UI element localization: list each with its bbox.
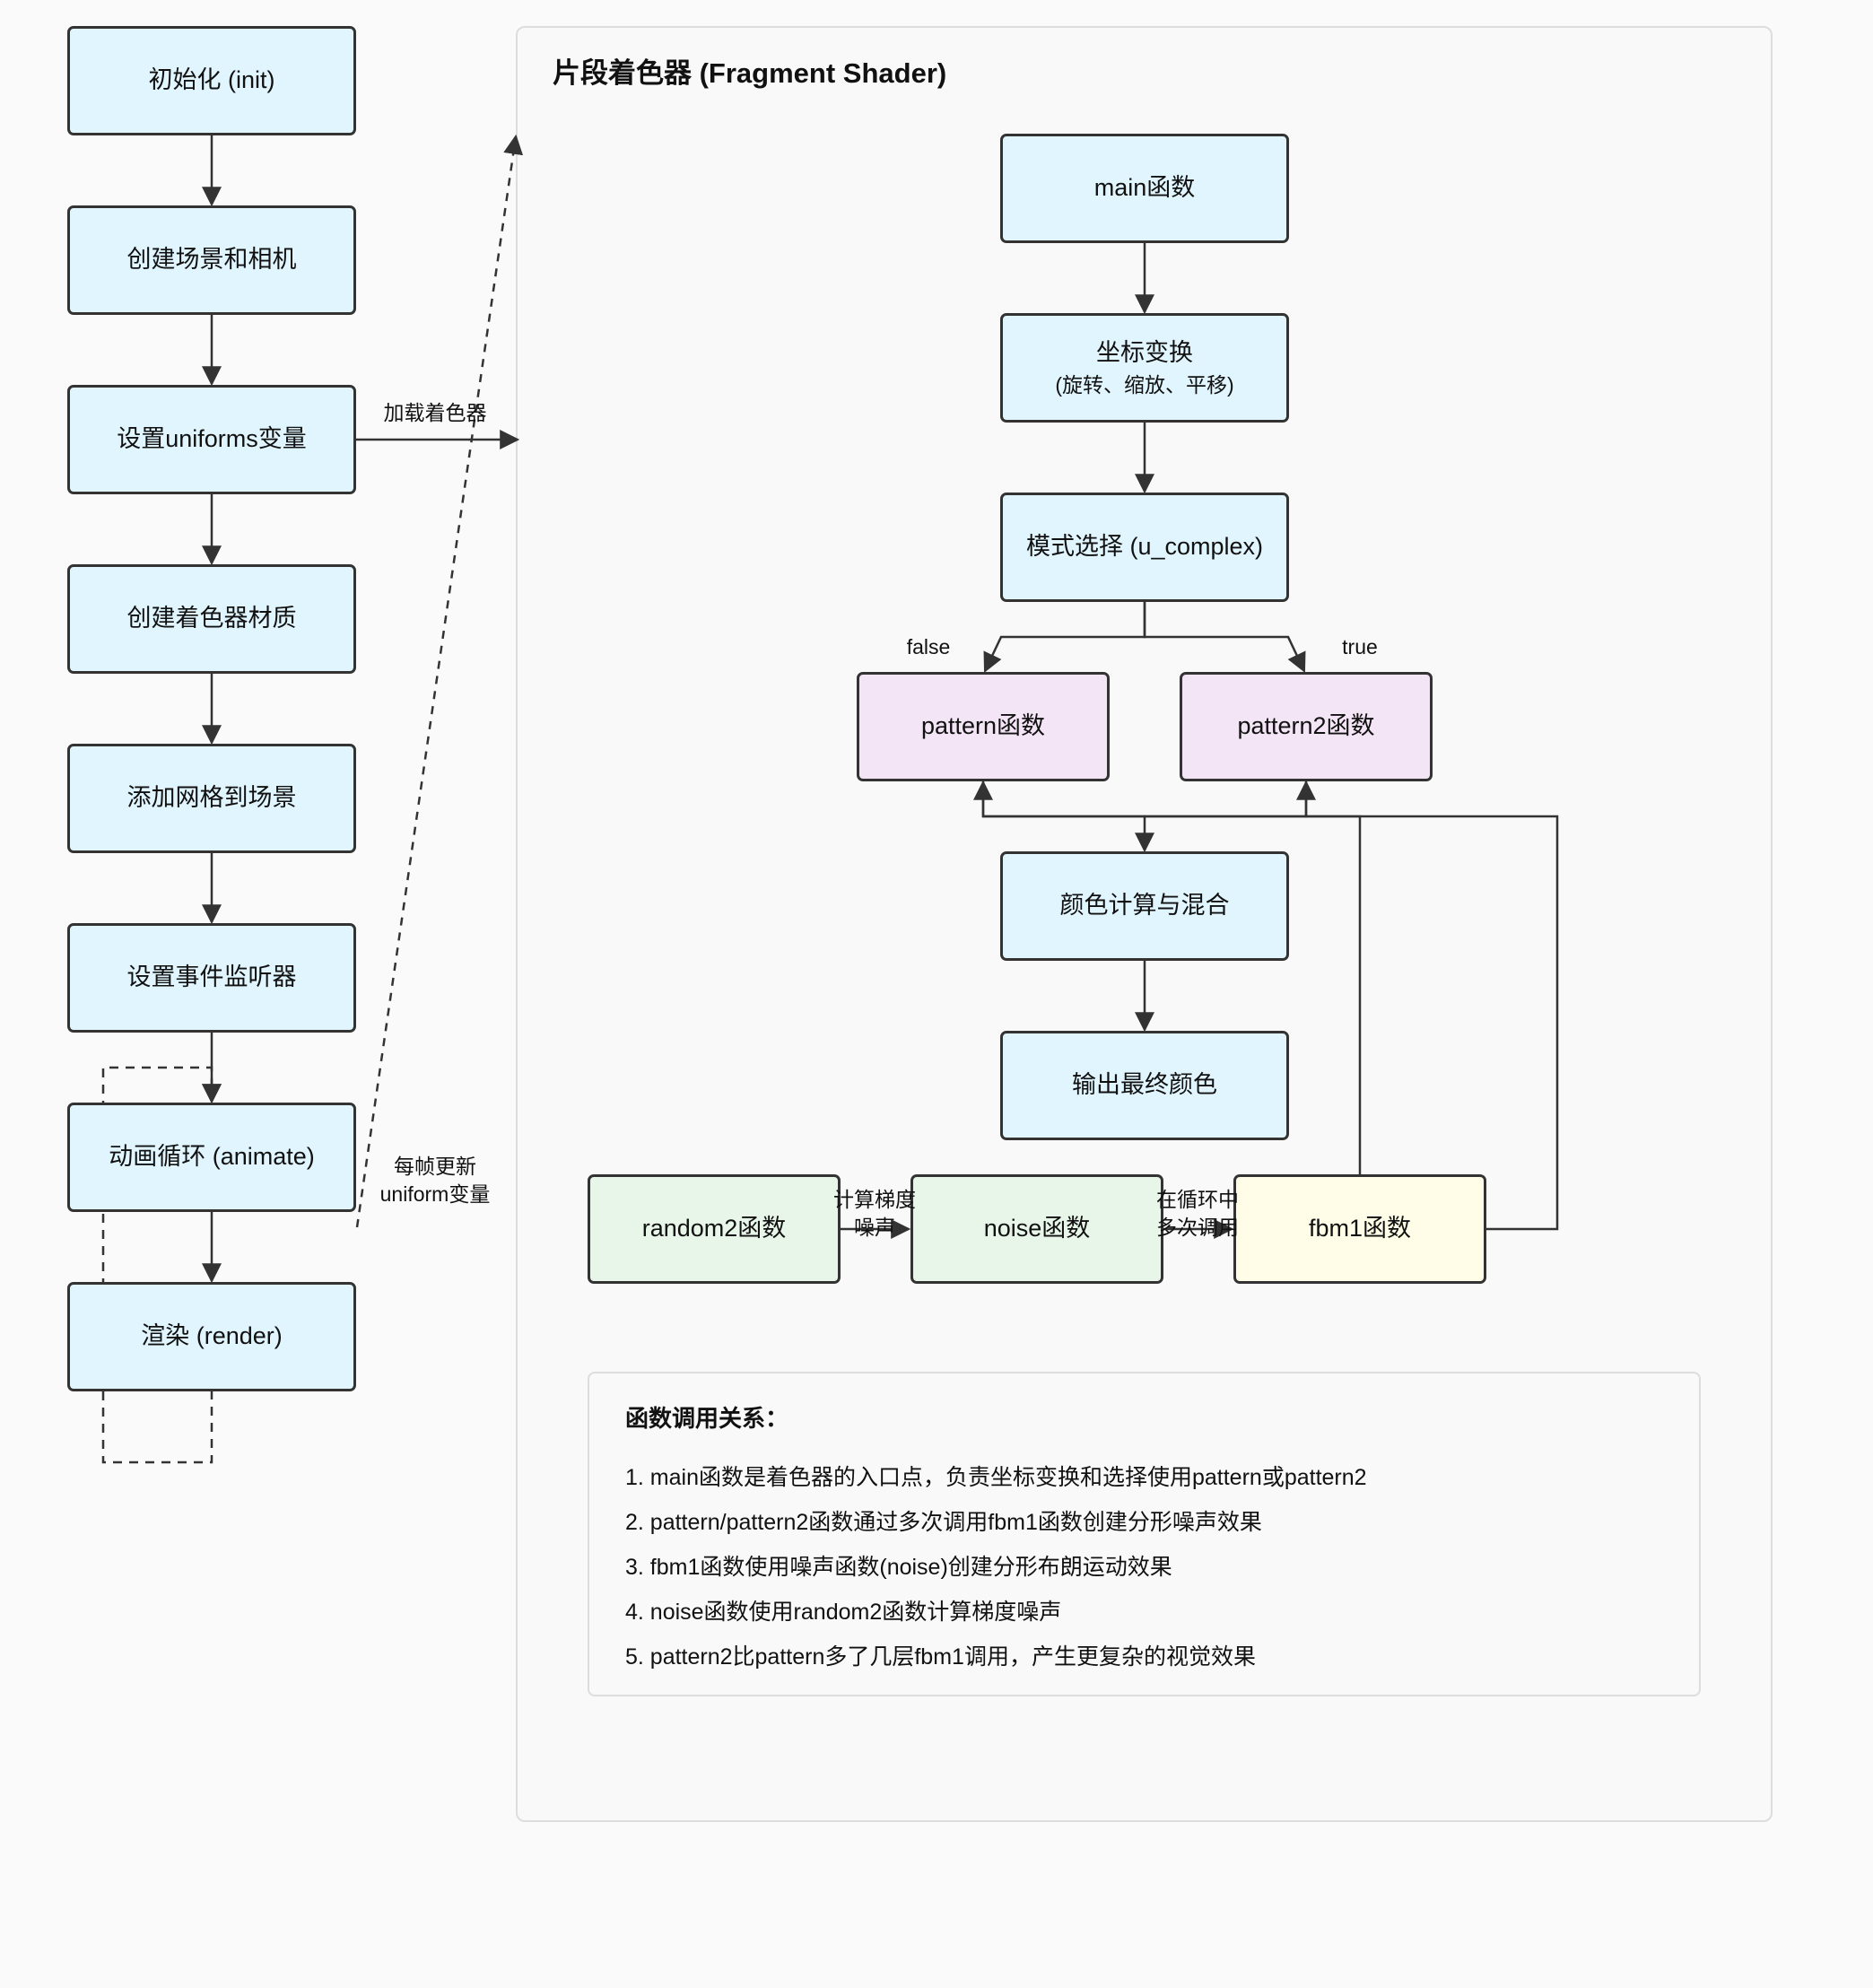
edge-label-update-line2: uniform变量 (379, 1182, 491, 1207)
node-coord-transform-label: 坐标变换 (1096, 338, 1193, 366)
node-output-color[interactable]: 输出最终颜色 (1000, 1031, 1289, 1140)
edge-label-load-shader: 加载着色器 (383, 401, 487, 424)
node-set-uniforms[interactable]: 设置uniforms变量 (67, 385, 356, 494)
node-fbm1[interactable]: fbm1函数 (1233, 1174, 1486, 1284)
shader-panel-title: 片段着色器 (Fragment Shader) (553, 57, 947, 89)
node-coord-transform-sublabel: (旋转、缩放、平移) (1055, 372, 1234, 397)
node-init-label: 初始化 (init) (148, 66, 275, 94)
edge-pattern2-to-color (1145, 780, 1308, 818)
node-event-listeners-label: 设置事件监听器 (126, 963, 297, 991)
edge-fbm-to-pattern2 (1296, 780, 1559, 1231)
node-mode-select[interactable]: 模式选择 (u_complex) (1000, 493, 1289, 602)
edge-label-update-per-frame: 每帧更新 uniform变量 (368, 1153, 502, 1208)
call-relationship-list: 1. main函数是着色器的入口点，负责坐标变换和选择使用pattern或pat… (625, 1455, 1663, 1679)
node-scene-camera-label: 创建场景和相机 (126, 246, 297, 274)
node-set-uniforms-label: 设置uniforms变量 (117, 425, 307, 453)
node-coord-transform[interactable]: 坐标变换 (旋转、缩放、平移) (1000, 313, 1289, 423)
node-init[interactable]: 初始化 (init) (67, 26, 356, 135)
edge-mode-to-pattern2 (1143, 601, 1306, 673)
node-noise-label: noise函数 (983, 1215, 1091, 1242)
node-noise[interactable]: noise函数 (910, 1174, 1163, 1284)
node-color-mix[interactable]: 颜色计算与混合 (1000, 851, 1289, 961)
list-item: 4. noise函数使用random2函数计算梯度噪声 (625, 1600, 1062, 1625)
edge-label-true: true (1342, 635, 1378, 658)
node-animate[interactable]: 动画循环 (animate) (67, 1103, 356, 1212)
node-pattern[interactable]: pattern函数 (857, 672, 1110, 781)
node-random2-label: random2函数 (641, 1215, 787, 1242)
edge-label-loop-call-line1: 在循环中 (1156, 1188, 1239, 1211)
call-relationship-title: 函数调用关系： (625, 1405, 789, 1432)
list-item: 2. pattern/pattern2函数通过多次调用fbm1函数创建分形噪声效… (625, 1510, 1262, 1535)
node-color-mix-label: 颜色计算与混合 (1059, 892, 1230, 920)
edge-render-loop-back (101, 1066, 222, 1464)
node-pattern2-label: pattern2函数 (1237, 712, 1375, 740)
node-scene-camera[interactable]: 创建场景和相机 (67, 205, 356, 315)
node-pattern2[interactable]: pattern2函数 (1180, 672, 1433, 781)
node-event-listeners[interactable]: 设置事件监听器 (67, 923, 356, 1033)
node-render[interactable]: 渲染 (render) (67, 1282, 356, 1391)
edge-label-loop-call-line2: 多次调用 (1156, 1216, 1239, 1240)
node-shader-material[interactable]: 创建着色器材质 (67, 564, 356, 674)
node-shader-material-label: 创建着色器材质 (126, 605, 297, 632)
edge-label-calc-gradient-line2: 噪声 (854, 1216, 895, 1240)
node-main-label: main函数 (1093, 174, 1196, 202)
node-add-mesh-label: 添加网格到场景 (126, 784, 297, 812)
edge-label-calc-gradient: 计算梯度 噪声 (830, 1186, 919, 1242)
node-fbm1-label: fbm1函数 (1308, 1215, 1412, 1242)
call-relationship-box: 函数调用关系： 1. main函数是着色器的入口点，负责坐标变换和选择使用pat… (588, 1372, 1701, 1696)
node-add-mesh[interactable]: 添加网格到场景 (67, 744, 356, 853)
edge-label-loop-call: 在循环中 多次调用 (1153, 1186, 1242, 1242)
edge-label-update-line1: 每帧更新 (394, 1155, 476, 1178)
edge-label-calc-gradient-line1: 计算梯度 (833, 1188, 916, 1211)
edge-mode-to-pattern (983, 601, 1146, 673)
node-pattern-label: pattern函数 (920, 712, 1046, 740)
node-random2[interactable]: random2函数 (588, 1174, 841, 1284)
edge-label-false: false (906, 635, 951, 658)
edge-update-uniforms (355, 134, 524, 1228)
node-mode-select-label: 模式选择 (u_complex) (1025, 533, 1264, 561)
list-item: 1. main函数是着色器的入口点，负责坐标变换和选择使用pattern或pat… (625, 1465, 1367, 1490)
node-main[interactable]: main函数 (1000, 134, 1289, 243)
node-output-color-label: 输出最终颜色 (1072, 1071, 1217, 1099)
node-render-label: 渲染 (render) (141, 1322, 283, 1350)
node-animate-label: 动画循环 (animate) (109, 1143, 315, 1171)
list-item: 5. pattern2比pattern多了几层fbm1调用，产生更复杂的视觉效果 (625, 1644, 1256, 1670)
edge-fbm-to-pattern (973, 780, 1362, 1175)
list-item: 3. fbm1函数使用噪声函数(noise)创建分形布朗运动效果 (625, 1555, 1172, 1580)
